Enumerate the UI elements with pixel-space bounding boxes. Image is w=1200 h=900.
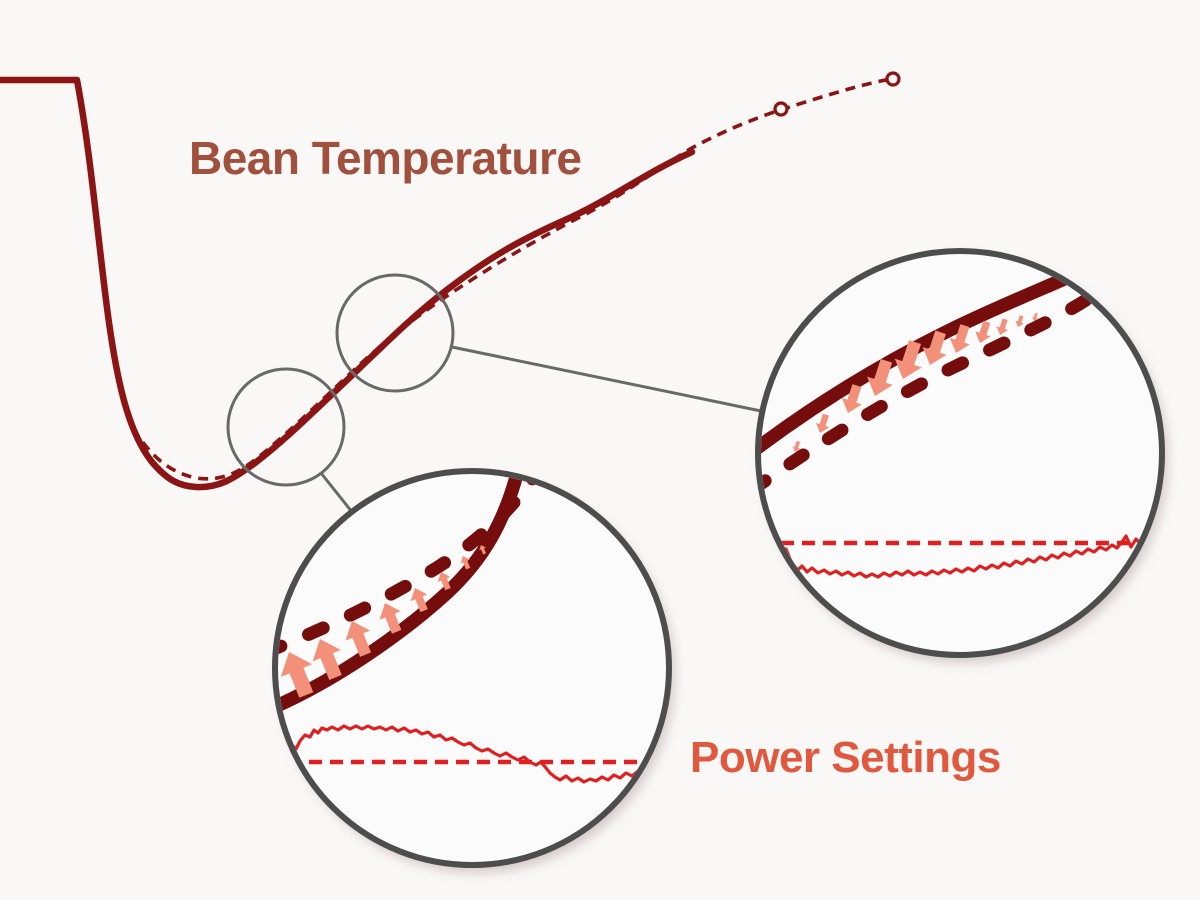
bean-temp-curve-projection-dashed bbox=[131, 76, 894, 481]
magnifier-left-background bbox=[275, 471, 669, 865]
power-settings-label: Power Settings bbox=[690, 733, 1001, 782]
lens-left-temp-curves bbox=[278, 474, 544, 715]
magnifier-right-ring bbox=[755, 248, 1165, 658]
lens-left-power-traces bbox=[282, 724, 652, 784]
lens-right-target-curve-dashed bbox=[761, 293, 1093, 497]
magnifier-left-ring bbox=[272, 468, 672, 868]
lens-connector-line-left bbox=[319, 472, 354, 513]
highlight-annotations bbox=[226, 273, 762, 513]
projection-point-marker bbox=[885, 71, 901, 87]
highlight-circle-upper bbox=[335, 273, 455, 393]
lens-left-actual-curve-solid bbox=[278, 474, 526, 715]
projection-point-marker bbox=[773, 101, 789, 117]
bean-temperature-label: Bean Temperature bbox=[189, 132, 582, 184]
power-actual-line bbox=[282, 724, 650, 784]
bean-temp-curve-solid bbox=[0, 76, 696, 491]
lens-right-power-traces bbox=[777, 534, 1158, 579]
magnifier-left bbox=[272, 468, 672, 868]
lens-connector-line-right bbox=[451, 345, 762, 413]
magnifier-right bbox=[755, 248, 1165, 658]
highlight-circle-lower bbox=[226, 367, 346, 487]
power-actual-line bbox=[777, 534, 1156, 579]
bean-temperature-curves bbox=[0, 71, 901, 491]
